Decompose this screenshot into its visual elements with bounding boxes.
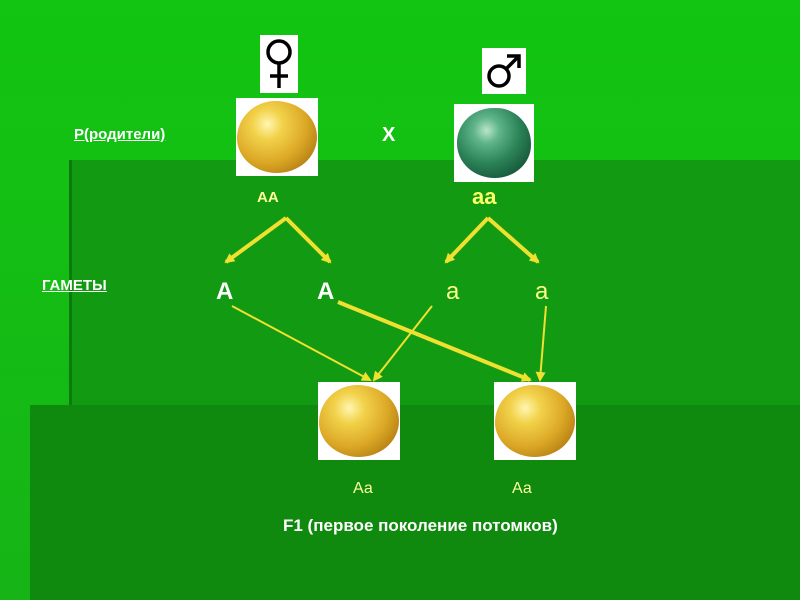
parents-label: Р(родители) (74, 126, 166, 143)
female-genotype: АА (257, 189, 279, 206)
male-symbol-box (482, 48, 526, 94)
green-pea-icon (457, 108, 531, 178)
arrow-gamete-1-to-offspring-1 (231, 305, 372, 381)
offspring-pea-2 (494, 382, 576, 460)
gamete-4: а (535, 278, 549, 305)
arrow-male-to-gamete-4 (486, 216, 540, 264)
gamete-1: А (216, 278, 234, 305)
cross-symbol: Х (382, 124, 396, 146)
background-panel-lower (30, 405, 800, 600)
arrow-female-to-gamete-1 (224, 216, 288, 264)
male-symbol-icon (487, 54, 521, 88)
gamete-2: А (317, 278, 335, 305)
female-symbol-icon (266, 39, 292, 88)
arrow-gamete-2-to-offspring-2 (337, 300, 532, 382)
female-symbol-box (260, 35, 298, 93)
arrow-gamete-3-to-offspring-1 (372, 305, 433, 382)
yellow-pea-icon (319, 385, 399, 457)
offspring-pea-1 (318, 382, 400, 460)
arrow-gamete-4-to-offspring-2 (535, 305, 547, 382)
yellow-pea-icon (495, 385, 575, 457)
offspring-genotype-1: Аа (353, 480, 373, 497)
gametes-label: ГАМЕТЫ (42, 277, 107, 294)
male-parent-pea (454, 104, 534, 182)
arrow-female-to-gamete-2 (284, 216, 332, 264)
male-genotype: аа (472, 184, 497, 209)
offspring-genotype-2: Аа (512, 480, 532, 497)
gamete-3: а (446, 278, 460, 305)
yellow-pea-icon (237, 101, 317, 173)
f1-label: F1 (первое поколение потомков) (283, 516, 558, 535)
arrow-male-to-gamete-3 (444, 216, 490, 264)
female-parent-pea (236, 98, 318, 176)
